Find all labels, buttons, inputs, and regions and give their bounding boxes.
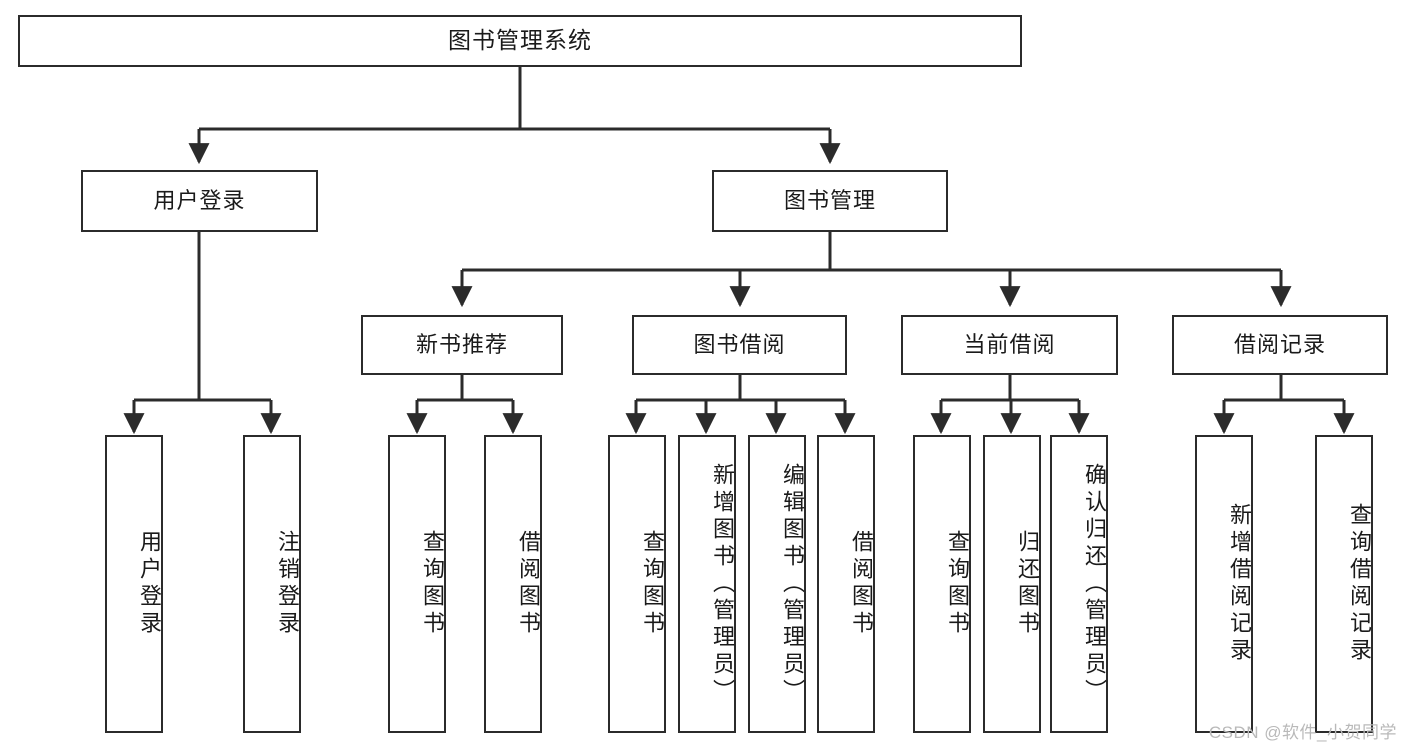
node-leaf-confirm-return[interactable]: 确认归还（管理员）: [1050, 435, 1108, 733]
node-leaf-user-login[interactable]: 用户登录: [105, 435, 163, 733]
node-leaf-add-borrow-record[interactable]: 新增借阅记录: [1195, 435, 1253, 733]
node-leaf-edit-book[interactable]: 编辑图书（管理员）: [748, 435, 806, 733]
node-book-manage[interactable]: 图书管理: [712, 170, 948, 232]
node-leaf-borrow-book-recommend[interactable]: 借阅图书: [484, 435, 542, 733]
node-root-system[interactable]: 图书管理系统: [18, 15, 1022, 67]
node-borrow-record[interactable]: 借阅记录: [1172, 315, 1388, 375]
node-user-login[interactable]: 用户登录: [81, 170, 318, 232]
node-leaf-return-book[interactable]: 归还图书: [983, 435, 1041, 733]
node-new-book-recommend[interactable]: 新书推荐: [361, 315, 563, 375]
node-leaf-logout-login[interactable]: 注销登录: [243, 435, 301, 733]
node-leaf-borrow-book-borrow[interactable]: 借阅图书: [817, 435, 875, 733]
csdn-watermark: CSDN @软件_小贺同学: [1208, 723, 1397, 742]
node-leaf-query-book-current[interactable]: 查询图书: [913, 435, 971, 733]
node-leaf-query-borrow-record[interactable]: 查询借阅记录: [1315, 435, 1373, 733]
node-leaf-add-book[interactable]: 新增图书（管理员）: [678, 435, 736, 733]
node-leaf-query-book-borrow[interactable]: 查询图书: [608, 435, 666, 733]
node-current-borrow[interactable]: 当前借阅: [901, 315, 1118, 375]
node-leaf-query-book-recommend[interactable]: 查询图书: [388, 435, 446, 733]
node-book-borrow[interactable]: 图书借阅: [632, 315, 847, 375]
